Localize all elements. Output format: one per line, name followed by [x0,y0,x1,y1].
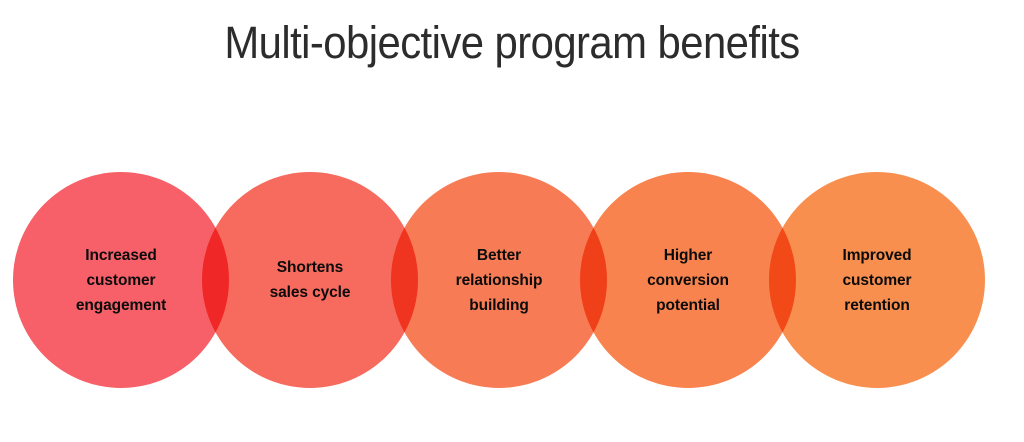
venn-circle-improved-customer-retention[interactable]: Improved customer retention [769,172,985,388]
venn-label-line: conversion [647,271,729,289]
title-container: Multi-objective program benefits [0,14,1024,72]
venn-circle-better-relationship-building[interactable]: Better relationship building [391,172,607,388]
venn-label-line: customer [86,271,156,289]
venn-label-improved-customer-retention: Improved customer retention [803,243,951,318]
venn-label-line: sales cycle [269,284,351,301]
venn-label-line: Shortens [276,259,344,276]
venn-label-shortens-sales-cycle: Shortens sales cycle [236,255,384,305]
venn-label-better-relationship-building: Better relationship building [425,243,573,318]
venn-label-line: retention [844,296,910,314]
venn-label-higher-conversion-potential: Higher conversion potential [614,243,762,318]
page-title: Multi-objective program benefits [224,17,800,68]
venn-label-line: relationship [455,271,543,289]
venn-label-line: potential [656,296,720,314]
venn-circle-shortens-sales-cycle[interactable]: Shortens sales cycle [202,172,418,388]
venn-label-line: Better [476,246,522,264]
venn-circle-higher-conversion-potential[interactable]: Higher conversion potential [580,172,796,388]
venn-label-increased-customer-engagement: Increased customer engagement [47,243,195,318]
venn-label-line: building [469,296,529,314]
venn-diagram: Increased customer engagement Shortens s… [0,172,1024,390]
venn-label-line: Improved [842,246,912,264]
venn-label-line: Higher [663,246,713,264]
venn-label-line: customer [842,271,912,289]
venn-label-line: Increased [85,246,157,264]
venn-label-line: engagement [75,296,167,314]
venn-circle-increased-customer-engagement[interactable]: Increased customer engagement [13,172,229,388]
